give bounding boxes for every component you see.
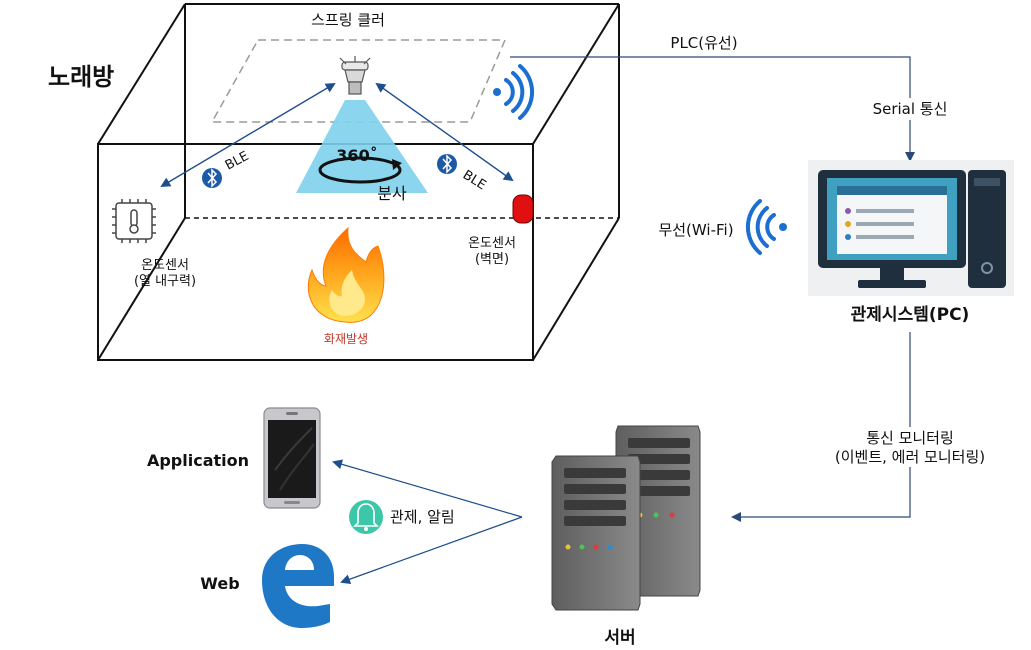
sensor-right-label-line2: (벽면) [475, 252, 509, 267]
sensor-left-label-line2: (열 내구력) [134, 274, 196, 289]
top-left-edge [97, 3, 186, 145]
fire-icon [307, 226, 385, 323]
ble-arrow-left [160, 82, 336, 188]
monitoring-link [731, 332, 911, 522]
server-icon [551, 425, 701, 611]
serial-label-bg [860, 98, 960, 120]
spray-label: 분사 [377, 184, 407, 203]
ble-label-left: BLE [223, 149, 252, 174]
plc-wired-link [510, 56, 915, 162]
spray-angle-label: 360˚ [336, 146, 377, 165]
server-label: 서버 [604, 628, 635, 648]
alarm-label: 관제, 알림 [390, 508, 455, 526]
monitoring-label-line2: (이벤트, 에러 모니터링) [835, 448, 985, 466]
ble-arrow-right [375, 82, 514, 182]
smartphone-icon [263, 407, 321, 509]
top-right-edge [532, 3, 620, 145]
monitoring-label-line1: 통신 모니터링 [866, 429, 954, 447]
sensor-right-label-line1: 온도센서 [468, 236, 516, 251]
fire-label: 화재발생 [324, 332, 368, 346]
monitoring-label-bg [822, 427, 998, 467]
pc-computer-icon [808, 160, 1014, 296]
sensor-left-label-line1: 온도센서 [141, 258, 189, 273]
bottom-left-edge [97, 217, 186, 361]
serial-label: Serial 통신 [873, 100, 948, 118]
notify-arrow-web [340, 516, 523, 584]
wifi-icon-room [493, 64, 535, 120]
pc-label: 관제시스템(PC) [851, 305, 970, 325]
bell-icon [349, 500, 383, 534]
edge-browser-icon [262, 544, 334, 628]
notify-arrow-app [332, 459, 523, 518]
bottom-right-edge [532, 217, 620, 361]
wall-temperature-sensor [512, 194, 534, 224]
room-title: 노래방 [48, 63, 114, 91]
bluetooth-icon-right [437, 154, 457, 174]
temperature-sensor-chip-icon [112, 199, 156, 243]
web-label: Web [200, 574, 239, 593]
sprinkler-label: 스프링 클러 [311, 11, 385, 29]
app-label: Application [147, 451, 249, 470]
bluetooth-icon-left [202, 168, 222, 188]
plc-label: PLC(유선) [670, 34, 737, 52]
ble-label-right: BLE [460, 168, 489, 194]
wifi-label: 무선(Wi-Fi) [658, 221, 733, 239]
sprinkler-head-icon [339, 56, 371, 95]
wifi-icon-pc [745, 199, 787, 255]
